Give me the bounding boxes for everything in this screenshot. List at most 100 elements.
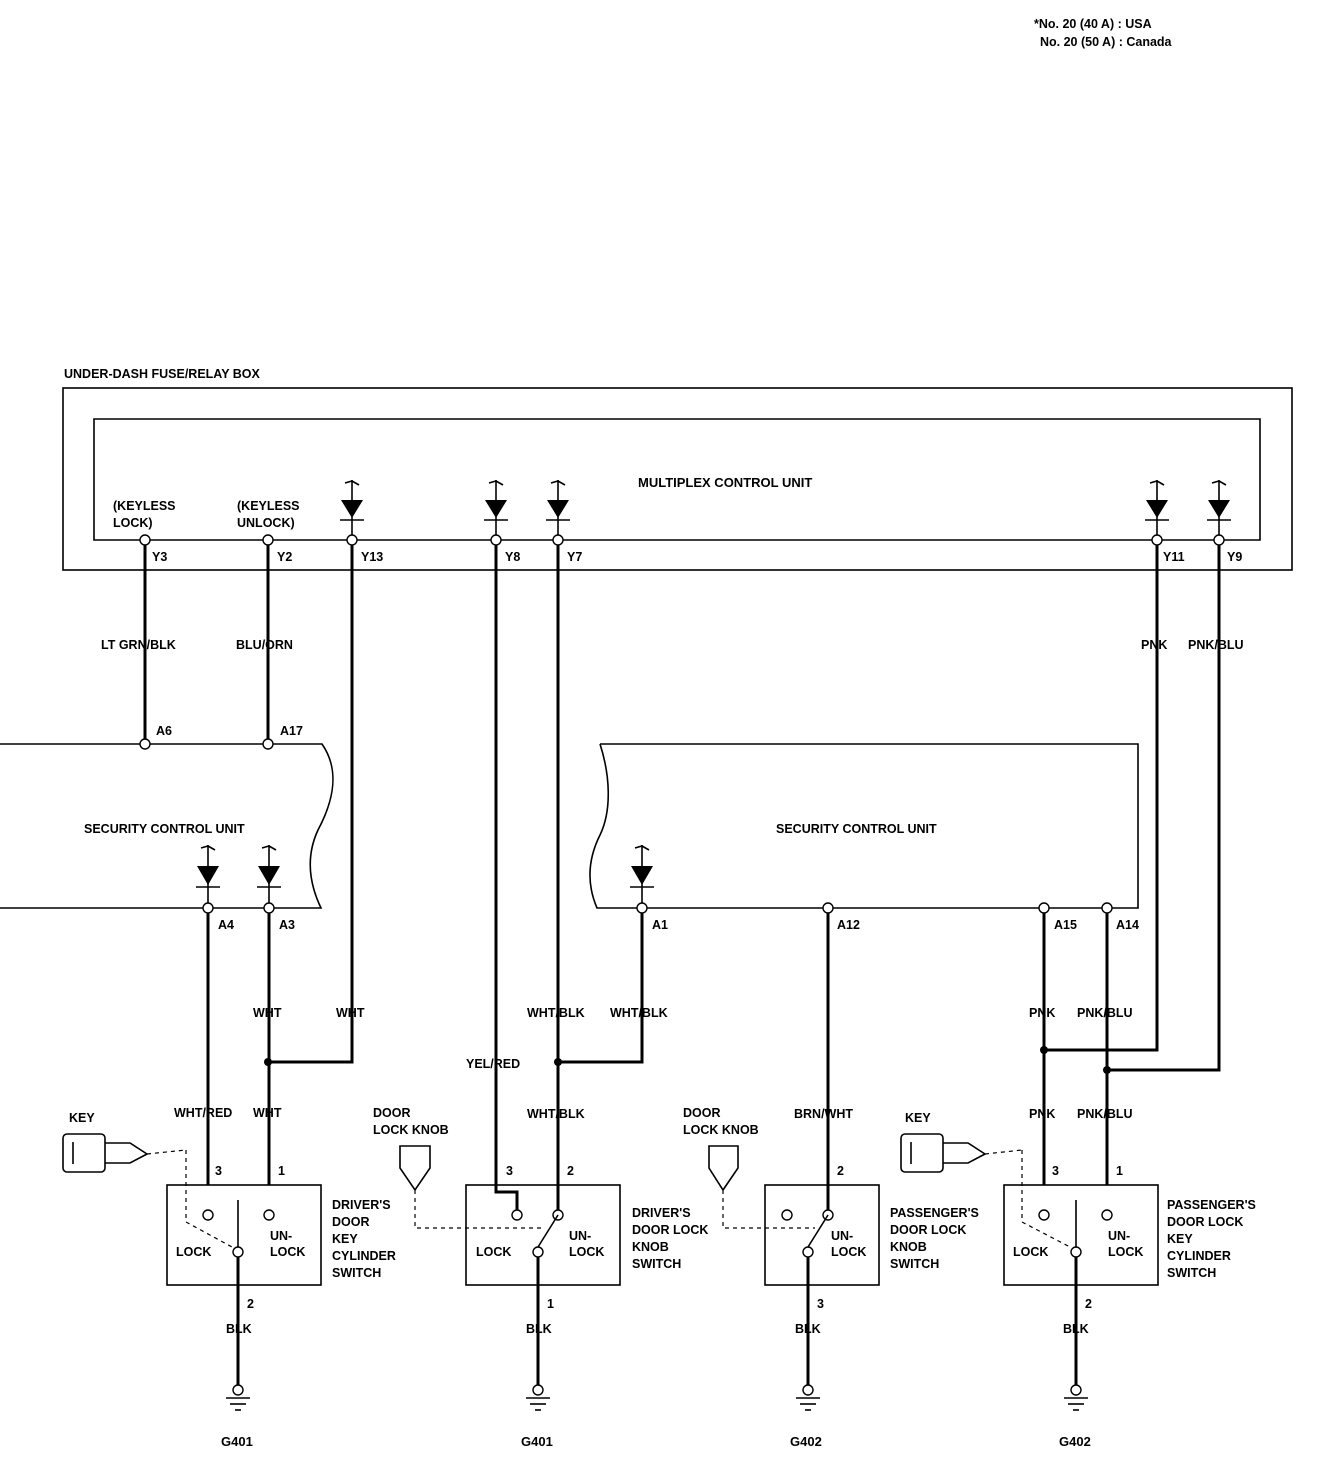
- wire-y13-wht: [268, 540, 354, 1064]
- driver-knob-unlock-2: LOCK: [569, 1245, 604, 1259]
- pass-key-name-5: SWITCH: [1167, 1266, 1216, 1280]
- door-lock-knob-icon: [708, 1145, 739, 1192]
- door-lock-knob-label-4: LOCK KNOB: [683, 1123, 759, 1137]
- pass-key-pin-2: 2: [1085, 1297, 1092, 1311]
- ground-icon: [526, 1384, 550, 1411]
- pass-key-name-2: DOOR LOCK: [1167, 1215, 1243, 1229]
- pin-y3: Y3: [152, 550, 167, 564]
- label-blk-2: BLK: [526, 1322, 552, 1336]
- diode-y11: [1145, 480, 1169, 540]
- door-lock-knob-label-2: LOCK KNOB: [373, 1123, 449, 1137]
- keyless-lock-label-1: (KEYLESS: [113, 499, 176, 513]
- security-control-unit-right: [589, 743, 1139, 909]
- diode-y7: [546, 480, 570, 540]
- driver-knob-lock-label: LOCK: [476, 1245, 511, 1259]
- pass-key-pin-3: 3: [1052, 1164, 1059, 1178]
- pin-a3: A3: [279, 918, 295, 932]
- keyless-lock-label-2: LOCK): [113, 516, 153, 530]
- driver-knob-name-1: DRIVER'S: [632, 1206, 691, 1220]
- pass-knob-unlock-1: UN-: [831, 1229, 853, 1243]
- driver-knob-name-3: KNOB: [632, 1240, 669, 1254]
- key-icon: [62, 1133, 187, 1173]
- driver-key-name-5: SWITCH: [332, 1266, 381, 1280]
- fuse-box-label: UNDER-DASH FUSE/RELAY BOX: [64, 367, 261, 381]
- pass-knob-name-3: KNOB: [890, 1240, 927, 1254]
- ground-g402-a: G402: [790, 1434, 822, 1449]
- label-pnk-blu-mid: PNK/BLU: [1077, 1006, 1133, 1020]
- label-pnk-lower: PNK: [1029, 1107, 1055, 1121]
- terminals: [139, 534, 1225, 914]
- label-pnk-top: PNK: [1141, 638, 1167, 652]
- multiplex-control-unit: [93, 418, 1261, 541]
- pin-y7: Y7: [567, 550, 582, 564]
- pin-a4: A4: [218, 918, 234, 932]
- label-blk-3: BLK: [795, 1322, 821, 1336]
- pin-a12: A12: [837, 918, 860, 932]
- label-pnk-blu-lower: PNK/BLU: [1077, 1107, 1133, 1121]
- pass-key-name-1: PASSENGER'S: [1167, 1198, 1256, 1212]
- label-blu-orn: BLU/ORN: [236, 638, 293, 652]
- pin-a14: A14: [1116, 918, 1139, 932]
- driver-key-pin-1: 1: [278, 1164, 285, 1178]
- key-label-right: KEY: [905, 1111, 931, 1125]
- ground-g401-b: G401: [521, 1434, 553, 1449]
- ground-icon: [1064, 1384, 1088, 1411]
- junction: [554, 1058, 562, 1066]
- fuse-box: [62, 387, 1293, 571]
- label-wht-blk-y7: WHT/BLK: [527, 1006, 585, 1020]
- pin-a6: A6: [156, 724, 172, 738]
- passenger-key-cylinder-switch: [1003, 1150, 1159, 1390]
- label-blk-1: BLK: [226, 1322, 252, 1336]
- pass-knob-pin-3: 3: [817, 1297, 824, 1311]
- driver-key-name-3: KEY: [332, 1232, 358, 1246]
- driver-key-pin-3: 3: [215, 1164, 222, 1178]
- junction: [264, 1058, 272, 1066]
- driver-knob-name-4: SWITCH: [632, 1257, 681, 1271]
- mcu-label: MULTIPLEX CONTROL UNIT: [638, 475, 812, 490]
- pass-knob-name-2: DOOR LOCK: [890, 1223, 966, 1237]
- label-pnk-mid: PNK: [1029, 1006, 1055, 1020]
- pass-key-lock-label: LOCK: [1013, 1245, 1048, 1259]
- wire-yel-red: [494, 540, 519, 1210]
- label-blk-4: BLK: [1063, 1322, 1089, 1336]
- driver-key-lock-label: LOCK: [176, 1245, 211, 1259]
- junction: [1040, 1046, 1048, 1054]
- note-canada: No. 20 (50 A) : Canada: [1040, 35, 1173, 49]
- wire-y11-pnk: [1044, 540, 1159, 1052]
- pass-key-name-3: KEY: [1167, 1232, 1193, 1246]
- label-pnk-blu-top: PNK/BLU: [1188, 638, 1244, 652]
- pin-y13: Y13: [361, 550, 383, 564]
- diode-y13: [340, 480, 364, 540]
- diode-y9: [1207, 480, 1231, 540]
- driver-key-name-4: CYLINDER: [332, 1249, 396, 1263]
- driver-key-unlock-1: UN-: [270, 1229, 292, 1243]
- label-wht-blk-lower: WHT/BLK: [527, 1107, 585, 1121]
- driver-key-name-1: DRIVER'S: [332, 1198, 391, 1212]
- key-icon: [900, 1133, 1023, 1173]
- label-brn-wht: BRN/WHT: [794, 1107, 853, 1121]
- pin-y8: Y8: [505, 550, 520, 564]
- label-lt-grn-blk: LT GRN/BLK: [101, 638, 176, 652]
- pass-key-unlock-1: UN-: [1108, 1229, 1130, 1243]
- pass-knob-name-4: SWITCH: [890, 1257, 939, 1271]
- pass-knob-pin-2: 2: [837, 1164, 844, 1178]
- diode-a4: [196, 845, 220, 908]
- ground-icon: [796, 1384, 820, 1411]
- driver-knob-name-2: DOOR LOCK: [632, 1223, 708, 1237]
- junction: [1103, 1066, 1111, 1074]
- label-wht-lower: WHT: [253, 1106, 282, 1120]
- wire-y9-pnk-blu: [1107, 540, 1221, 1072]
- diode-y8: [484, 480, 508, 540]
- driver-key-cylinder-switch: [166, 1150, 322, 1390]
- ground-g401-a: G401: [221, 1434, 253, 1449]
- label-yel-red: YEL/RED: [466, 1057, 520, 1071]
- door-lock-knob-label-3: DOOR: [683, 1106, 721, 1120]
- pin-y9: Y9: [1227, 550, 1242, 564]
- pin-a15: A15: [1054, 918, 1077, 932]
- label-wht-a3: WHT: [253, 1006, 282, 1020]
- keyless-unlock-label-1: (KEYLESS: [237, 499, 300, 513]
- pin-y2: Y2: [277, 550, 292, 564]
- driver-knob-pin-2: 2: [567, 1164, 574, 1178]
- driver-knob-unlock-1: UN-: [569, 1229, 591, 1243]
- pass-key-name-4: CYLINDER: [1167, 1249, 1231, 1263]
